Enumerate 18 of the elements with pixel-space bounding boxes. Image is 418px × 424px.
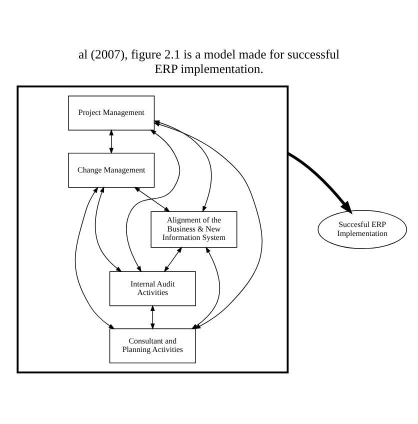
arrow (164, 246, 182, 272)
arrow (74, 186, 115, 330)
arrow (109, 129, 114, 154)
node-box: Alignment of the Business & New Information System (150, 211, 238, 248)
arrow (134, 186, 170, 212)
node-box: Consultant and Planning Activities (109, 328, 196, 364)
arrow (153, 122, 262, 330)
arrow (286, 152, 353, 215)
node-box: Change Management (68, 152, 155, 188)
node-box: Project Management (68, 96, 155, 131)
arrow (150, 304, 155, 330)
arrow (191, 246, 220, 330)
node-ellipse: Succesful ERP Implementation (318, 210, 407, 249)
node-box: Internal Audit Activities (109, 271, 196, 306)
arrow (95, 186, 122, 272)
arrow (126, 130, 180, 272)
cluster (16, 86, 289, 374)
diagram-title: al (2007), figure 2.1 is a model made for successful ERP implementation. (78, 48, 340, 76)
